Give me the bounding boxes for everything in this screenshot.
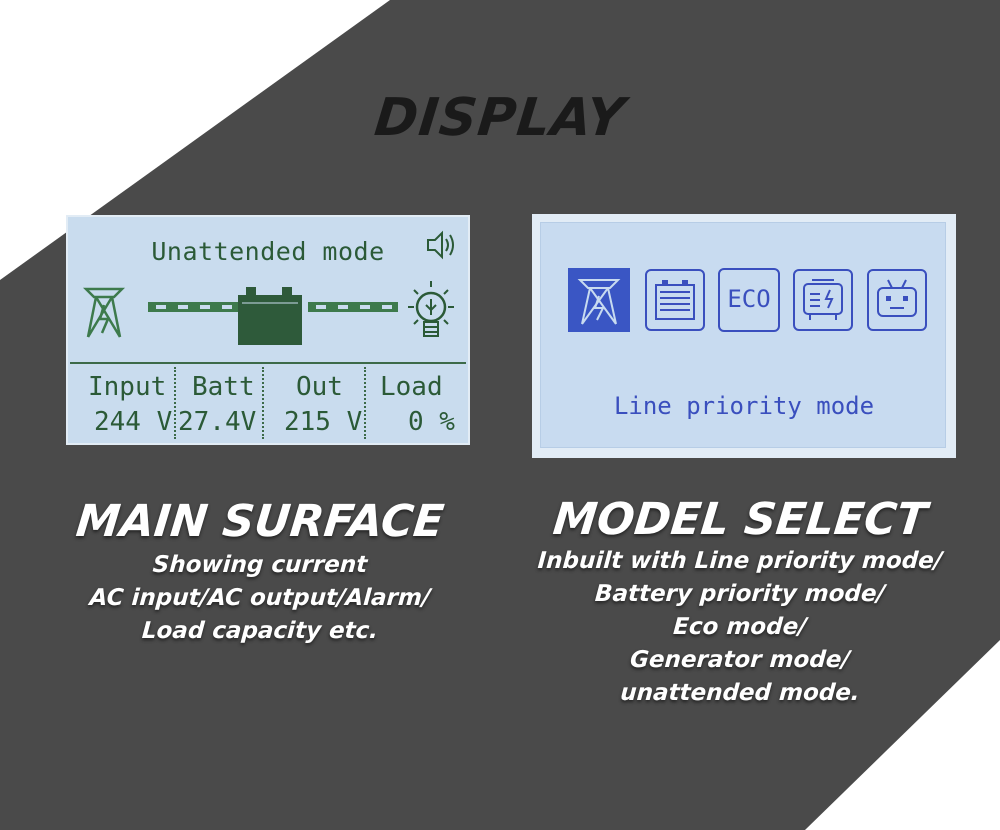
lcd-mode-title: Unattended mode	[151, 237, 385, 266]
out-label: Out	[296, 372, 343, 402]
batt-label: Batt	[192, 372, 255, 402]
main-surface-lcd: Unattended mode	[66, 215, 470, 445]
lcd-divider	[70, 362, 466, 364]
column-separator	[174, 367, 176, 439]
load-value: 0 %	[408, 407, 455, 437]
page-heading: DISPLAY	[371, 88, 629, 148]
flow-bar-right	[308, 302, 398, 312]
input-value: 244 V	[94, 407, 173, 437]
eco-mode-icon: ECO	[718, 268, 780, 332]
selected-mode-text: Line priority mode	[613, 392, 875, 420]
model-select-desc-line: Generator mode/	[629, 647, 851, 673]
batt-value: 27.4V	[178, 407, 257, 437]
battery-icon	[238, 287, 302, 345]
model-select-desc-line: unattended mode.	[619, 680, 861, 706]
line-mode-icon	[568, 268, 630, 332]
main-surface-desc-line: Showing current	[151, 552, 369, 578]
main-surface-title: MAIN SURFACE	[73, 496, 447, 547]
power-tower-icon	[82, 287, 126, 338]
model-select-desc-line: Eco mode/	[672, 614, 808, 640]
column-separator	[262, 367, 264, 439]
generator-mode-icon	[793, 269, 853, 331]
model-select-lcd: ECO Line priority mode	[532, 214, 956, 458]
lcd-screen	[540, 222, 946, 448]
speaker-icon	[427, 230, 454, 260]
main-surface-desc-line: AC input/AC output/Alarm/	[88, 585, 432, 611]
model-select-title: MODEL SELECT	[550, 494, 930, 545]
light-bulb-icon	[408, 281, 454, 337]
battery-mode-icon	[645, 269, 705, 331]
out-value: 215 V	[284, 407, 363, 437]
load-label: Load	[380, 372, 443, 402]
main-surface-desc-line: Load capacity etc.	[141, 618, 379, 644]
input-label: Input	[88, 372, 167, 402]
model-select-desc-line: Inbuilt with Line priority mode/	[536, 548, 944, 574]
model-select-desc-line: Battery priority mode/	[594, 581, 886, 607]
column-separator	[364, 367, 366, 439]
unattended-mode-icon	[867, 269, 927, 331]
flow-bar-left	[148, 302, 238, 312]
